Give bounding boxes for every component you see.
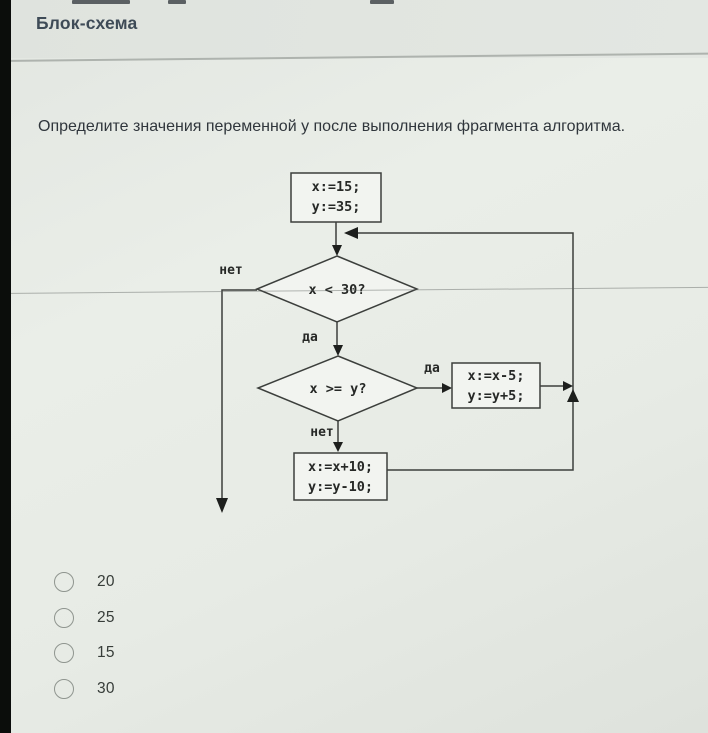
init-line1: x:=15;	[311, 179, 361, 195]
yes-block-shape	[451, 362, 541, 409]
decision2-text: x >= y?	[309, 381, 367, 397]
option-row-3[interactable]: 15	[54, 643, 115, 663]
arrowhead-down-decision2	[333, 345, 343, 356]
init-block-text: x:=15; y:=35;	[291, 177, 381, 217]
arrowhead-right-rail	[563, 381, 573, 391]
option-row-1[interactable]: 20	[54, 572, 115, 592]
option-label: 30	[97, 679, 115, 697]
radio-button[interactable]	[54, 607, 74, 628]
radio-button[interactable]	[54, 572, 74, 592]
page-title: Блок-схема	[36, 13, 138, 33]
init-line2: y:=35;	[311, 199, 361, 215]
yes-block-text: x:=x-5; y:=y+5;	[452, 366, 540, 406]
decision1-no-label: нет	[219, 263, 243, 278]
arrowhead-exit	[216, 498, 228, 513]
header-band	[0, 0, 708, 58]
question-text: Определите значения переменной y после в…	[38, 118, 626, 135]
connector-feedback-loop	[346, 232, 574, 471]
option-row-4[interactable]: 30	[54, 678, 115, 699]
option-label: 15	[97, 644, 115, 661]
init-block-shape	[290, 172, 382, 223]
yes-line2: y:=y+5;	[467, 388, 525, 404]
arrowhead-down-decision1	[332, 245, 342, 256]
option-label: 25	[97, 608, 115, 626]
no-block-text: x:=x+10; y:=y-10;	[294, 457, 387, 497]
photo-edge-strip	[0, 0, 11, 733]
decision2-shape	[256, 355, 419, 422]
clipped-text-remnant	[370, 0, 394, 4]
arrowhead-down-noblock	[333, 442, 343, 452]
option-label: 20	[97, 573, 115, 590]
no-line2: y:=y-10;	[307, 479, 374, 495]
radio-button[interactable]	[54, 643, 74, 663]
clipped-text-remnant	[168, 0, 186, 4]
option-row-2[interactable]: 25	[54, 607, 115, 628]
answer-options: 20 25 15 30	[54, 572, 115, 714]
decision1-shape	[255, 255, 419, 323]
decision2-no-label: нет	[310, 425, 334, 440]
decision1-yes-label: да	[302, 330, 318, 345]
arrowhead-right-yesblock	[442, 383, 452, 393]
clipped-text-remnant	[72, 0, 130, 4]
yes-line1: x:=x-5;	[467, 368, 525, 384]
no-block-shape	[293, 452, 388, 501]
no-line1: x:=x+10;	[307, 459, 374, 475]
connector-no-exit	[221, 289, 257, 504]
arrowhead-up-rail	[567, 389, 579, 402]
radio-button[interactable]	[54, 678, 74, 699]
arrowhead-left-junction	[344, 227, 358, 239]
decision1-text: x < 30?	[308, 282, 366, 298]
decision2-yes-label: да	[424, 361, 440, 376]
